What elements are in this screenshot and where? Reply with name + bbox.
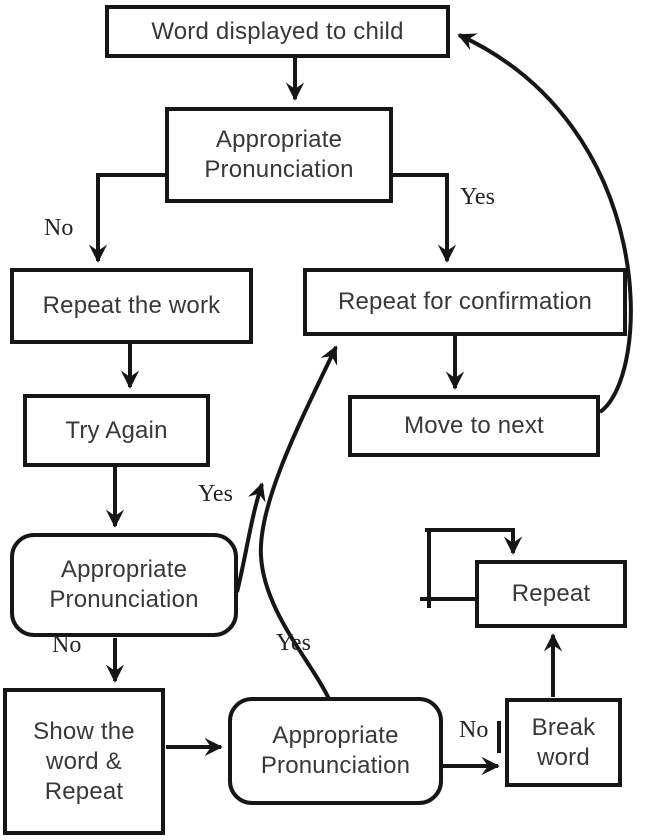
node-repeat-for-confirmation: Repeat for confirmation xyxy=(303,268,627,336)
edge-yes-to-repeat-confirmation xyxy=(393,173,457,263)
node-try-again: Try Again xyxy=(23,394,210,467)
edge-yes-curve-pronunciation2-join xyxy=(235,482,266,593)
edge-repeat-self-loop-top xyxy=(425,528,523,555)
edge-no-to-repeat-work xyxy=(88,173,165,263)
node-appropriate-pronunciation-1: Appropriate Pronunciation xyxy=(165,107,393,203)
edge-label-yes-third-decision: Yes xyxy=(276,630,311,656)
node-break-word: Break word xyxy=(505,698,622,787)
node-appropriate-pronunciation-2: Appropriate Pronunciation xyxy=(10,533,238,637)
node-appropriate-pronunciation-3: Appropriate Pronunciation xyxy=(228,697,443,805)
edge-label-no-first-decision: No xyxy=(44,215,74,241)
edge-move-next-loop-to-word xyxy=(457,33,633,414)
edge-label-yes-second-decision: Yes xyxy=(198,481,233,507)
edge-label-no-third-decision: No xyxy=(459,717,489,743)
node-repeat-the-work: Repeat the work xyxy=(10,268,253,344)
edge-label-no-second-decision: No xyxy=(52,632,82,658)
node-show-the-word-repeat: Show the word & Repeat xyxy=(3,688,165,835)
node-move-to-next: Move to next xyxy=(348,395,600,457)
node-word-displayed-to-child: Word displayed to child xyxy=(105,5,450,58)
edge-yes-curve-pronunciation3-to-confirmation xyxy=(258,345,338,702)
edge-label-yes-first-decision: Yes xyxy=(460,184,495,210)
node-repeat: Repeat xyxy=(475,560,627,628)
text-cursor-artifact xyxy=(497,721,501,753)
